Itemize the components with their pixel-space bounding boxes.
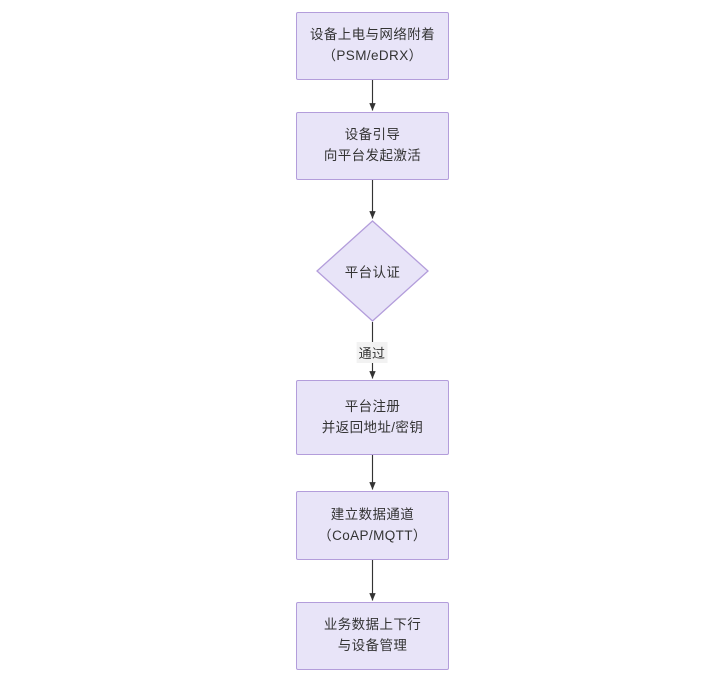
- node-line: 与设备管理: [337, 638, 408, 653]
- node-line: 向平台发起激活: [323, 148, 422, 163]
- node-line: 业务数据上下行: [323, 617, 422, 633]
- flow-node-platform-auth-decision[interactable]: 平台认证: [316, 220, 429, 322]
- flow-node-device-power-on[interactable]: 设备上电与网络附着 （PSM/eDRX）: [296, 12, 449, 80]
- flow-node-business-data[interactable]: 业务数据上下行 与设备管理: [296, 602, 449, 670]
- node-line: 平台认证: [344, 265, 401, 280]
- node-line: 设备引导: [344, 127, 401, 143]
- flow-node-device-bootstrap[interactable]: 设备引导 向平台发起激活: [296, 112, 449, 180]
- edge-label-pass: 通过: [356, 342, 388, 363]
- node-line: （PSM/eDRX）: [322, 48, 423, 63]
- node-line: 平台注册: [344, 398, 401, 414]
- node-line: 建立数据通道: [330, 506, 415, 522]
- flow-node-platform-registration[interactable]: 平台注册 并返回地址/密钥: [296, 380, 449, 455]
- flow-node-data-channel[interactable]: 建立数据通道 （CoAP/MQTT）: [296, 491, 449, 560]
- diamond-shape-icon: [316, 220, 429, 322]
- node-line: （CoAP/MQTT）: [318, 527, 427, 543]
- node-line: 并返回地址/密钥: [321, 419, 424, 435]
- node-line: 设备上电与网络附着: [309, 27, 436, 43]
